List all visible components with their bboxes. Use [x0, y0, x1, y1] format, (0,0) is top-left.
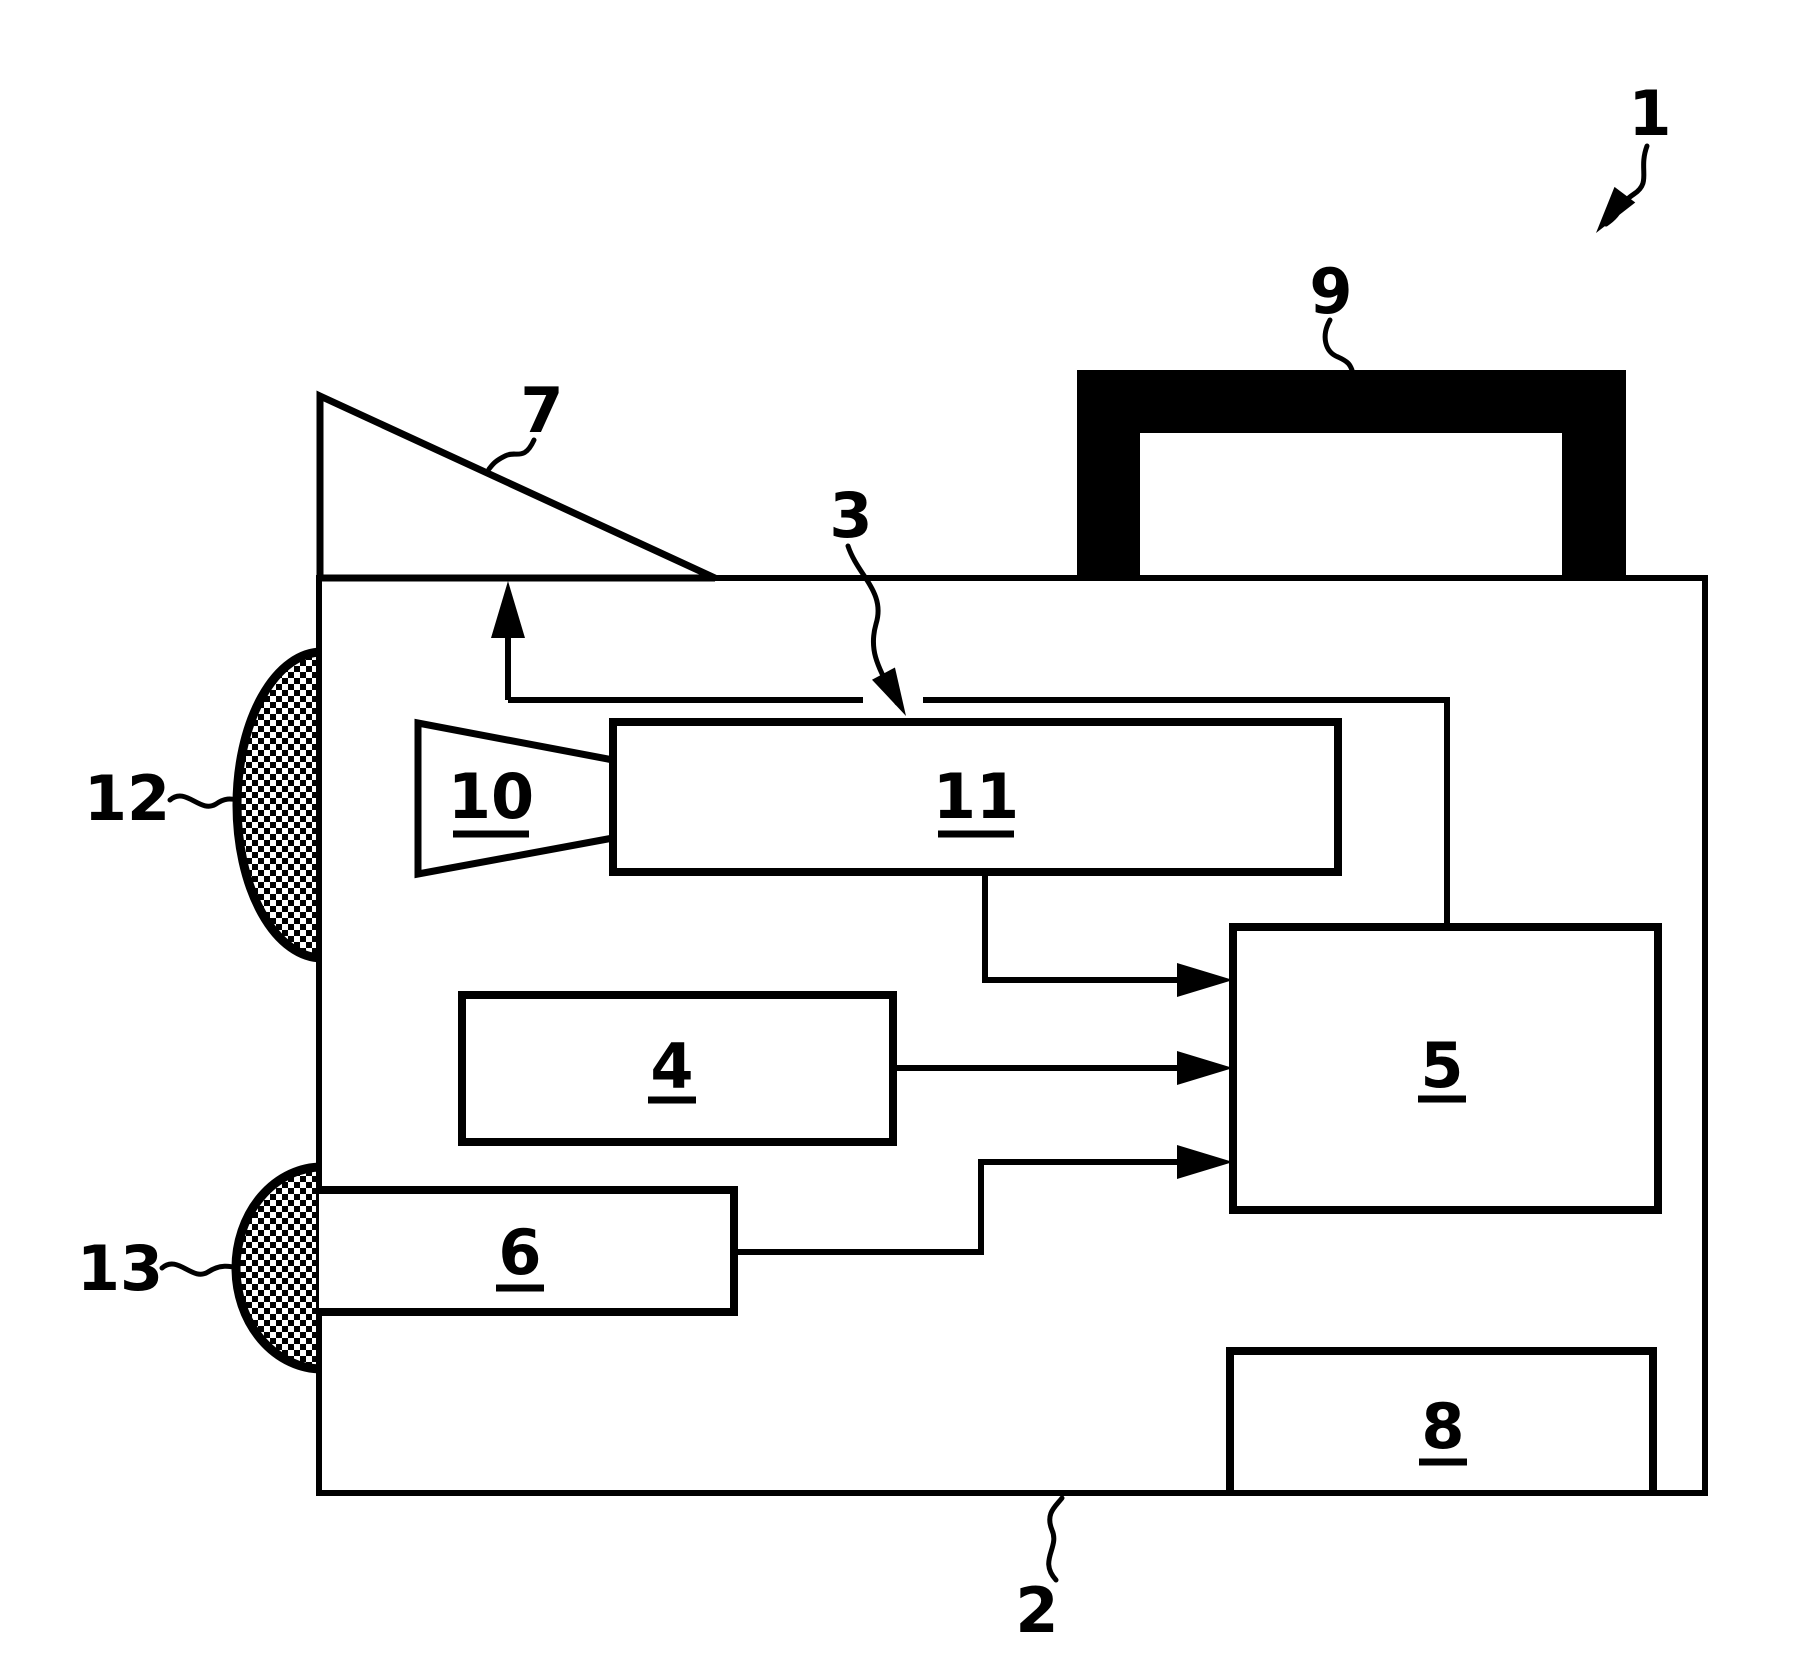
block-4	[458, 991, 897, 1146]
wedge-7	[316, 390, 717, 582]
leader-7	[486, 437, 537, 472]
arrowhead-into-5-bottom	[1177, 1145, 1233, 1179]
wire-3-up-arrowhead	[491, 581, 525, 638]
leader-2	[1046, 1495, 1065, 1583]
handle	[1077, 370, 1626, 578]
arrowhead-into-5-top	[1177, 963, 1233, 997]
wire-6-to-5	[734, 1145, 1233, 1255]
wire-3-right-segment	[923, 697, 1450, 924]
leader-1-arrowhead	[1596, 186, 1636, 233]
label-11: 11	[933, 760, 1019, 833]
label-3: 3	[829, 479, 872, 552]
label-5: 5	[1420, 1029, 1463, 1102]
wire-11-to-5	[982, 872, 1233, 997]
label-10: 10	[448, 760, 534, 833]
block-11	[609, 718, 1342, 876]
label-8: 8	[1421, 1390, 1464, 1463]
block-8	[1226, 1347, 1657, 1490]
label-13: 13	[77, 1232, 163, 1305]
label-9: 9	[1309, 255, 1352, 328]
leader-12	[167, 793, 241, 809]
label-1: 1	[1628, 77, 1671, 150]
label-4: 4	[650, 1030, 693, 1103]
arrowhead-into-5-middle	[1177, 1051, 1233, 1085]
label-7: 7	[520, 374, 563, 447]
leader-9	[1322, 317, 1355, 373]
pad-12	[232, 647, 323, 963]
leader-13	[159, 1261, 241, 1277]
block-6	[319, 1186, 738, 1316]
leader-3-arrowhead	[871, 667, 906, 716]
block-labels: 10 11 4 5 6 8	[448, 760, 1467, 1466]
wire-4-to-5	[893, 1051, 1233, 1085]
label-6: 6	[498, 1216, 541, 1289]
wire-3	[505, 634, 1450, 924]
label-12: 12	[84, 762, 170, 835]
pad-13	[231, 1162, 323, 1374]
label-2: 2	[1015, 1574, 1058, 1647]
block-5	[1229, 923, 1662, 1214]
